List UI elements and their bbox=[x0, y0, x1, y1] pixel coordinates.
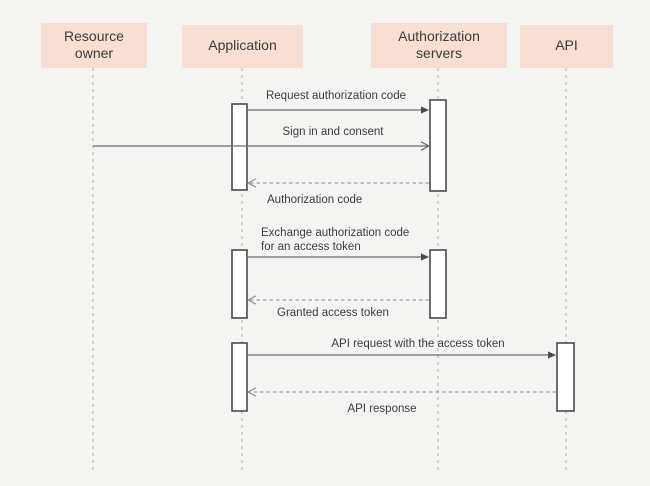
message-authorization-code: Authorization code bbox=[246, 178, 429, 206]
message-sign-in-and-consent: Sign in and consent bbox=[93, 126, 431, 151]
message-arrowhead-request-authorization-code bbox=[421, 106, 429, 114]
message-label-request-authorization-code: Request authorization code bbox=[266, 90, 406, 102]
lifeline-header-box-application bbox=[182, 25, 303, 68]
activation-box-auth-act-2 bbox=[429, 249, 447, 319]
message-api-request-with-access-token: API request with the access token bbox=[247, 338, 556, 359]
message-exchange-authorization-code: Exchange authorization code for an access… bbox=[247, 227, 429, 261]
activation-box-app-act-3 bbox=[231, 342, 248, 412]
message-arrowhead-authorization-code bbox=[246, 178, 257, 188]
lifeline-header-box-resource-owner bbox=[41, 23, 147, 68]
activation-box-api-act-1 bbox=[556, 342, 575, 412]
message-label-granted-access-token: Granted access token bbox=[277, 307, 389, 319]
lifeline-header-label2-authorization-servers: servers bbox=[416, 45, 462, 61]
lifeline-header-label-resource-owner: Resource bbox=[64, 28, 124, 44]
message-label-exchange-authorization-code: Exchange authorization code bbox=[261, 227, 409, 239]
message-label-api-response: API response bbox=[347, 403, 416, 415]
activation-boxes-group bbox=[231, 99, 575, 412]
message-label-sign-in-and-consent: Sign in and consent bbox=[282, 126, 384, 138]
message-label-authorization-code: Authorization code bbox=[267, 194, 362, 206]
message-arrowhead-exchange-authorization-code bbox=[421, 253, 429, 261]
lifeline-header-label-application: Application bbox=[208, 37, 277, 53]
lifeline-header-box-authorization-servers bbox=[371, 23, 507, 68]
lifeline-header-application[interactable]: Application bbox=[182, 25, 303, 68]
message-label2-exchange-authorization-code: for an access token bbox=[261, 241, 361, 253]
activation-box-app-act-1 bbox=[231, 103, 248, 191]
message-arrowhead-sign-in-and-consent bbox=[420, 141, 431, 151]
message-label-api-request-with-access-token: API request with the access token bbox=[331, 338, 504, 350]
lifeline-header-label2-resource-owner: owner bbox=[75, 45, 113, 61]
message-granted-access-token: Granted access token bbox=[246, 295, 429, 319]
activation-box-app-act-2 bbox=[231, 249, 248, 319]
message-api-response: API response bbox=[246, 387, 556, 415]
activation-box-auth-act-1 bbox=[429, 99, 447, 192]
message-request-authorization-code: Request authorization code bbox=[247, 90, 429, 114]
lifeline-header-box-api bbox=[520, 25, 613, 68]
lifeline-header-label-authorization-servers: Authorization bbox=[398, 28, 480, 44]
message-arrowhead-api-response bbox=[246, 387, 257, 397]
lifeline-header-label-api: API bbox=[555, 37, 578, 53]
lifeline-header-api[interactable]: API bbox=[520, 25, 613, 68]
message-arrowhead-api-request-with-access-token bbox=[548, 351, 556, 359]
message-arrowhead-granted-access-token bbox=[246, 295, 257, 305]
